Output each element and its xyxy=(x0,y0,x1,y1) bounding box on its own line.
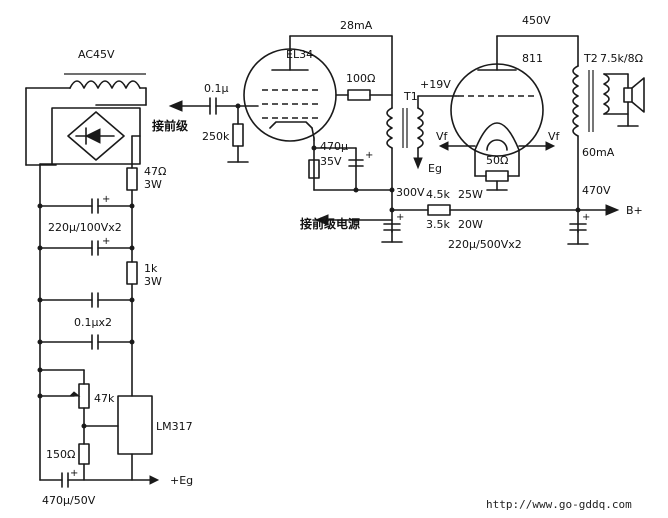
vf-right-arrow xyxy=(545,141,556,151)
filter-cap-label: 220μ/500Vx2 xyxy=(448,238,522,251)
811-label: 811 xyxy=(522,52,543,65)
ac-transformer-coil xyxy=(25,73,147,89)
svg-text:+: + xyxy=(365,150,373,161)
811-tube xyxy=(450,35,579,157)
el34-tube xyxy=(243,35,393,142)
coupling-cap-label: 0.1μ xyxy=(204,82,229,95)
power-supply-section: AC45V 47Ω 3W xyxy=(25,48,193,507)
t2-label: T2 xyxy=(583,52,598,65)
resistor-1k xyxy=(126,261,138,285)
resistor-cathode xyxy=(308,159,320,179)
r47-value: 47Ω xyxy=(144,165,166,178)
svg-text:+: + xyxy=(70,468,78,479)
r1k-power: 3W xyxy=(144,275,162,288)
resistor-47ohm xyxy=(126,167,138,191)
r250k-value: 250k xyxy=(202,130,230,143)
bridge-rectifier xyxy=(51,107,141,165)
lm317-regulator xyxy=(117,395,153,455)
eg-output-label: +Eg xyxy=(170,474,193,487)
t2-output-transformer xyxy=(572,35,639,233)
c470u-label: 470μ xyxy=(320,140,348,153)
pot-47k-value: 47k xyxy=(94,392,115,405)
cap-470u-label: 470μ/50V xyxy=(42,494,96,507)
r50-value: 50Ω xyxy=(486,154,508,167)
cap-220u-label: 220μ/100Vx2 xyxy=(48,221,122,234)
r4.5k-power: 25W xyxy=(458,188,483,201)
c470u-voltage: 35V xyxy=(320,155,342,168)
b-plus-label: B+ xyxy=(626,204,643,217)
v300-label: 300V xyxy=(396,186,425,199)
v450-label: 450V xyxy=(522,14,551,27)
r1k-value: 1k xyxy=(144,262,158,275)
ac-voltage-label: AC45V xyxy=(78,48,115,61)
output-current-label: 60mA xyxy=(582,146,615,159)
capacitor-0.1u-pair xyxy=(39,292,133,350)
to-prev-supply-label: 接前级电源 xyxy=(300,216,360,231)
lm317-label: LM317 xyxy=(156,420,193,433)
t1-transformer xyxy=(386,35,424,233)
to-prev-stage-label: 接前级 xyxy=(152,118,188,133)
driver-current-label: 28mA xyxy=(340,19,373,32)
resistor-150ohm xyxy=(78,443,90,465)
resistor-4.5k xyxy=(427,204,451,216)
resistor-50ohm xyxy=(485,170,509,182)
b-plus-divider: 4.5k 25W 3.5k 20W 220μ/500Vx2 xyxy=(391,188,579,251)
eg-label: Eg xyxy=(428,162,442,175)
resistor-250k xyxy=(232,123,244,147)
capacitor-220u-pair: + + xyxy=(39,194,133,256)
svg-text:+: + xyxy=(582,212,590,223)
speaker-icon xyxy=(623,77,645,113)
bias-plus19-label: +19V xyxy=(420,78,451,91)
vf-left-label: Vf xyxy=(436,130,449,143)
resistor-100ohm xyxy=(347,89,371,101)
t1-label: T1 xyxy=(403,90,418,103)
eg-output-arrow xyxy=(149,475,160,485)
potentiometer-47k xyxy=(78,383,90,409)
svg-text:+: + xyxy=(396,212,404,223)
v470-label: 470V xyxy=(582,184,611,197)
el34-label: EL34 xyxy=(286,48,313,61)
t2-ratio-label: 7.5k/8Ω xyxy=(600,52,643,65)
r47-power: 3W xyxy=(144,178,162,191)
r3.5k-value: 3.5k xyxy=(426,218,450,231)
vf-left-arrow xyxy=(438,141,449,151)
watermark-url: http://www.go-gddq.com xyxy=(486,498,632,511)
r3.5k-power: 20W xyxy=(458,218,483,231)
svg-text:+: + xyxy=(102,194,110,205)
svg-text:+: + xyxy=(102,236,110,247)
cap-0.1u-label: 0.1μx2 xyxy=(74,316,112,329)
input-arrow xyxy=(168,100,183,112)
r100-value: 100Ω xyxy=(346,72,375,85)
b-plus-arrow xyxy=(605,204,620,216)
r150-value: 150Ω xyxy=(46,448,75,461)
vf-right-label: Vf xyxy=(548,130,561,143)
driver-stage: 0.1μ 接前级 250k EL34 28mA 100Ω xyxy=(152,19,457,243)
output-stage: 811 450V Vf Vf 50Ω T2 xyxy=(436,14,645,245)
eg-arrow xyxy=(413,157,423,170)
r4.5k-value: 4.5k xyxy=(426,188,450,201)
